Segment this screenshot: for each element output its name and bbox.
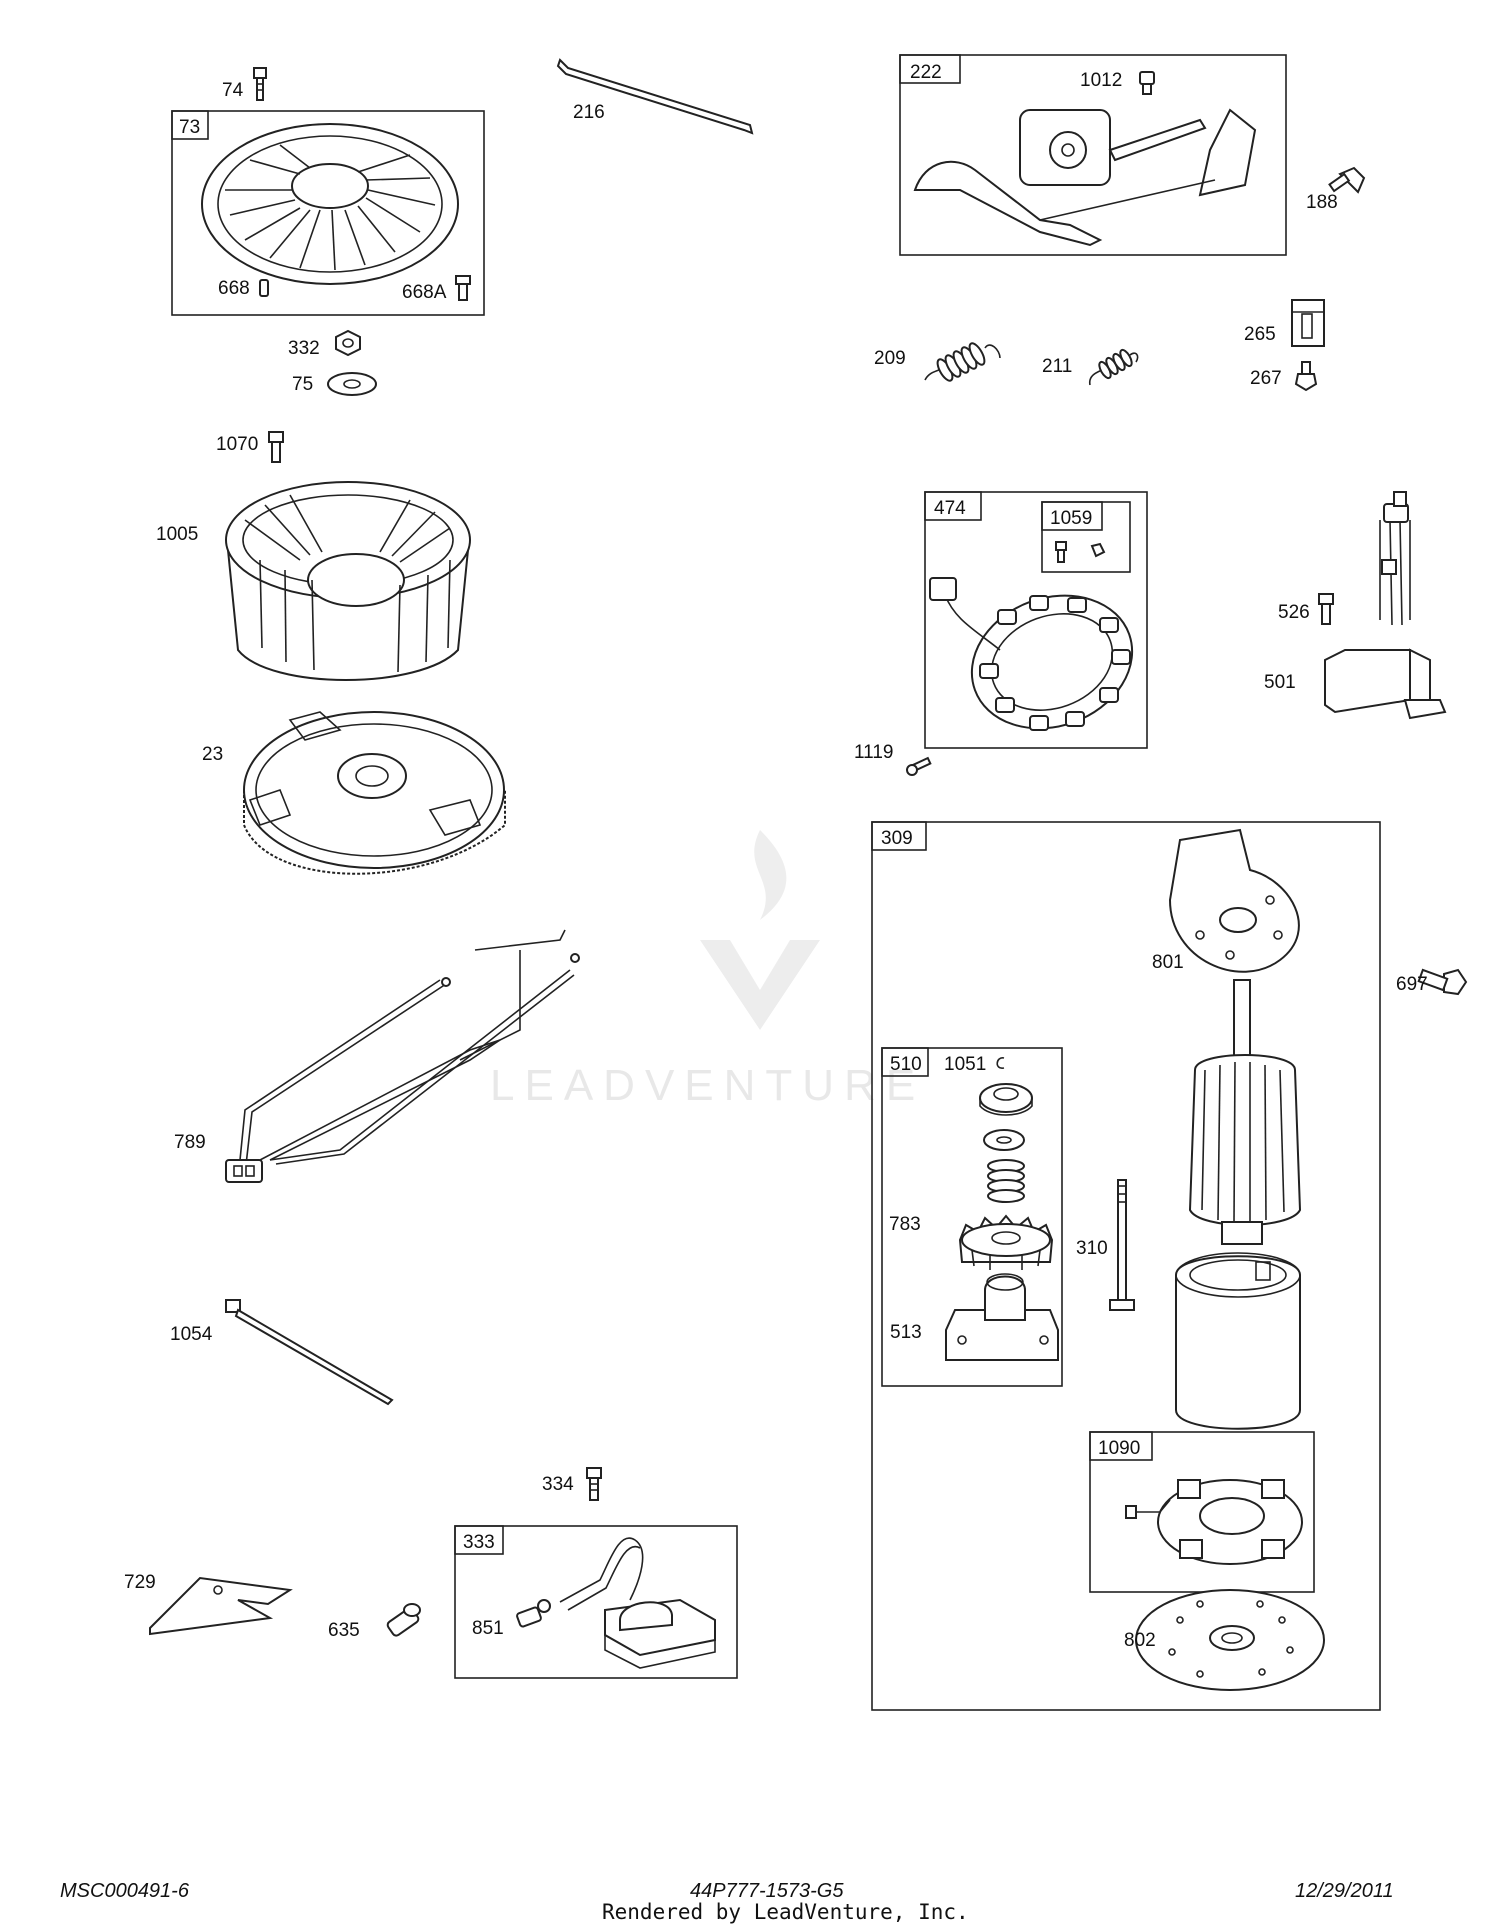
part-513-drive-nut[interactable] — [945, 1273, 1059, 1361]
part-75-washer[interactable] — [327, 372, 377, 396]
part-1012-screw[interactable] — [1139, 71, 1155, 95]
label-216: 216 — [573, 102, 605, 123]
label-668a: 668A — [402, 282, 447, 303]
box-333 — [454, 1525, 738, 1679]
part-265-bracket[interactable] — [1291, 299, 1325, 347]
part-armature[interactable] — [1188, 979, 1302, 1245]
label-635: 635 — [328, 1620, 360, 1641]
label-211: 211 — [1042, 356, 1072, 377]
label-1059: 1059 — [1050, 508, 1092, 529]
part-668a-pin[interactable] — [455, 275, 471, 301]
part-851-terminal[interactable] — [516, 1599, 551, 1628]
box-222 — [899, 54, 1287, 256]
part-retainer-cup[interactable] — [979, 1083, 1033, 1116]
label-783: 783 — [889, 1214, 921, 1235]
part-1070-screw[interactable] — [268, 431, 284, 463]
part-motor-housing[interactable] — [1175, 1252, 1301, 1430]
part-1059-screws[interactable] — [1055, 541, 1106, 563]
label-23: 23 — [202, 744, 223, 765]
label-1051: 1051 — [944, 1054, 986, 1075]
part-188-bolt[interactable] — [1328, 166, 1366, 194]
label-501: 501 — [1264, 672, 1296, 693]
part-635-boot[interactable] — [386, 1603, 421, 1637]
label-309: 309 — [881, 828, 913, 849]
part-697-bolt[interactable] — [1417, 968, 1468, 996]
label-332: 332 — [288, 338, 320, 359]
part-23-flywheel[interactable] — [243, 711, 506, 875]
part-332-nut[interactable] — [335, 329, 361, 357]
label-1119: 1119 — [854, 742, 893, 763]
label-851: 851 — [472, 1618, 504, 1639]
footer-model-number: 44P777-1573-G5 — [690, 1880, 844, 1902]
part-310-through-bolt[interactable] — [1109, 1179, 1135, 1311]
part-526-screw[interactable] — [1318, 593, 1334, 625]
label-188: 188 — [1306, 192, 1338, 213]
box-73 — [171, 110, 485, 316]
label-267: 267 — [1250, 368, 1282, 389]
part-1054-cable-tie[interactable] — [225, 1299, 394, 1406]
part-73-blower-housing[interactable] — [201, 123, 459, 285]
part-501-rectifier[interactable] — [1324, 491, 1447, 720]
label-801: 801 — [1152, 952, 1184, 973]
part-729-shield[interactable] — [149, 1576, 293, 1636]
label-265: 265 — [1244, 324, 1276, 345]
part-267-screw[interactable] — [1294, 361, 1318, 392]
label-209: 209 — [874, 348, 906, 369]
part-1090-brush-assembly[interactable] — [1125, 1479, 1303, 1565]
label-513: 513 — [890, 1322, 922, 1343]
label-74: 74 — [222, 80, 244, 101]
part-74-screw[interactable] — [253, 67, 267, 101]
label-73: 73 — [179, 117, 200, 138]
label-75: 75 — [292, 374, 313, 395]
part-spring[interactable] — [987, 1159, 1025, 1203]
part-802-end-plate[interactable] — [1135, 1589, 1325, 1691]
footer-drawing-id: MSC000491-6 — [60, 1880, 189, 1902]
label-1012: 1012 — [1080, 70, 1122, 91]
label-789: 789 — [174, 1132, 206, 1153]
label-310: 310 — [1076, 1238, 1108, 1259]
label-697: 697 — [1396, 974, 1428, 995]
part-216-link-rod[interactable] — [556, 58, 754, 135]
part-783-pinion-gear[interactable] — [958, 1214, 1054, 1270]
part-474-stator[interactable] — [929, 574, 1151, 750]
footer-date: 12/29/2011 — [1295, 1880, 1394, 1902]
part-1051-clip[interactable] — [996, 1057, 1005, 1069]
footer-rendered-by: Rendered by LeadVenture, Inc. — [602, 1900, 969, 1924]
part-211-spring[interactable] — [1088, 348, 1139, 386]
part-222-governor-control[interactable] — [913, 108, 1257, 247]
part-1119-screw[interactable] — [906, 756, 932, 776]
part-801-end-cap[interactable] — [1168, 828, 1300, 973]
box-510 — [881, 1047, 1063, 1387]
part-washer[interactable] — [983, 1129, 1025, 1151]
label-668: 668 — [218, 278, 250, 299]
label-1070: 1070 — [216, 434, 258, 455]
watermark-text: LEADVENTURE — [490, 1061, 925, 1110]
label-1054: 1054 — [170, 1324, 213, 1345]
part-789-wiring-harness[interactable] — [225, 929, 580, 1183]
label-1005: 1005 — [156, 524, 198, 545]
label-333: 333 — [463, 1532, 495, 1553]
part-1005-fan[interactable] — [225, 481, 471, 681]
part-209-spring[interactable] — [924, 341, 1001, 383]
part-333-ignition-armature[interactable] — [559, 1537, 716, 1669]
label-1090: 1090 — [1098, 1438, 1140, 1459]
box-309 — [871, 821, 1381, 1711]
label-510: 510 — [890, 1054, 922, 1075]
label-729: 729 — [124, 1572, 156, 1593]
label-474: 474 — [934, 498, 966, 519]
part-668-pin[interactable] — [259, 279, 269, 297]
box-474 — [924, 491, 1148, 749]
label-334: 334 — [542, 1474, 574, 1495]
label-526: 526 — [1278, 602, 1310, 623]
label-222: 222 — [910, 62, 942, 83]
label-802: 802 — [1124, 1630, 1156, 1651]
watermark: LEADVENTURE — [490, 830, 925, 1110]
part-334-screw[interactable] — [586, 1467, 602, 1501]
